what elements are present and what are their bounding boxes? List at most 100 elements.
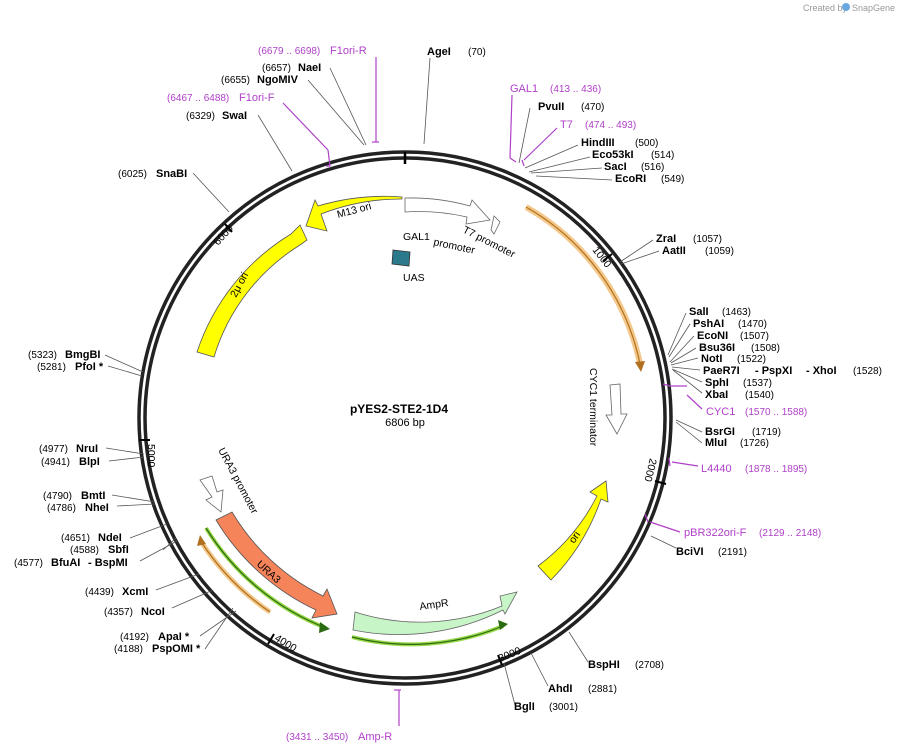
enzyme-pos: (4588) [70, 545, 99, 556]
feature-ori[interactable]: ori [537, 480, 609, 581]
enzyme-name[interactable]: AgeI [427, 46, 451, 58]
enzyme-name[interactable]: PshAI [693, 318, 724, 330]
enzyme-name[interactable]: ZraI [656, 233, 676, 245]
enzyme-name[interactable]: BspHI [588, 659, 620, 671]
enzyme-pos: (4577) [14, 558, 43, 569]
enzyme-pos: (1726) [740, 438, 769, 449]
enzyme-name[interactable]: ApaI * [158, 631, 190, 643]
tick-mark-6000 [224, 223, 233, 233]
enzyme-pos: (4188) [114, 644, 143, 655]
enzyme-pos: (470) [581, 102, 604, 113]
primer-name[interactable]: T7 [560, 119, 573, 131]
primer-name[interactable]: CYC1 [706, 406, 735, 418]
enzyme-pos: (4651) [61, 533, 90, 544]
enzyme-leader-lines [104, 57, 703, 706]
feature-t7-promoter[interactable]: T7 promoter GAL1 promoter [403, 197, 517, 261]
enzyme-pos: (5281) [37, 362, 66, 373]
feature-2mu-ori[interactable]: 2μ ori [196, 224, 308, 358]
enzyme-name[interactable]: XcmI [122, 586, 148, 598]
enzyme-name[interactable]: PfoI * [75, 361, 104, 373]
enzyme-name[interactable]: SnaBI [156, 168, 187, 180]
enzyme-pos: (1540) [745, 390, 774, 401]
primer-name[interactable]: F1ori-R [330, 45, 367, 57]
enzyme-name[interactable]: SacI [604, 161, 627, 173]
tick-label-2000: 2000 [641, 457, 658, 483]
enzyme-name[interactable]: NheI [85, 502, 109, 514]
enzyme-name[interactable]: MluI [705, 437, 727, 449]
primer-name[interactable]: L4440 [701, 463, 732, 475]
enzyme-pos: (4192) [120, 632, 149, 643]
feature-m13ori[interactable]: M13 ori [305, 195, 403, 232]
enzyme-pos: (4786) [47, 503, 76, 514]
enzyme-pos: (2708) [635, 660, 664, 671]
primer-name[interactable]: GAL1 [510, 83, 538, 95]
feature-label-ura3-promoter: URA3 promoter [215, 446, 260, 516]
enzyme-pos: (70) [468, 47, 486, 58]
enzyme-pos: (1463) [722, 307, 751, 318]
enzyme-pos: (6025) [118, 169, 147, 180]
enzyme-name[interactable]: BciVI [676, 546, 704, 558]
enzyme-pos: (1719) [752, 427, 781, 438]
primer-leader-lines [282, 57, 703, 726]
feature-ura3[interactable]: URA3 [197, 511, 338, 633]
primer-pos: (6679 .. 6698) [258, 46, 320, 57]
enzyme-name[interactable]: SbfI [108, 544, 129, 556]
enzyme-name[interactable]: HindIII [581, 137, 615, 149]
enzyme-name[interactable]: XbaI [705, 389, 728, 401]
primer-pos: (413 .. 436) [550, 84, 601, 95]
enzyme-pos: (500) [635, 138, 658, 149]
feature-label-uas: UAS [403, 272, 425, 284]
enzyme-name[interactable]: PaeR7I [703, 365, 740, 377]
enzyme-pos: (1059) [705, 246, 734, 257]
feature-cyc1-arc[interactable] [524, 204, 645, 372]
primer-pos: (474 .. 493) [585, 120, 636, 131]
feature-uas[interactable]: UAS [391, 249, 425, 284]
enzyme-name[interactable]: BsrGI [705, 426, 735, 438]
enzyme-name[interactable]: AatII [662, 245, 686, 257]
plasmid-name: pYES2-STE2-1D4 [350, 402, 448, 416]
enzyme-name[interactable]: PspOMI * [152, 643, 201, 655]
feature-label-ampr: AmpR [419, 597, 450, 613]
enzyme-name[interactable]: - BspMI [88, 557, 128, 569]
feature-ampr[interactable]: AmpR [351, 591, 518, 647]
enzyme-pos: (6329) [186, 111, 215, 122]
feature-label-cyc1-terminator: CYC1 terminator [587, 368, 599, 447]
enzyme-pos: (516) [641, 162, 664, 173]
enzyme-name[interactable]: SalI [689, 306, 709, 318]
enzyme-name[interactable]: EcoRI [615, 173, 646, 185]
enzyme-name[interactable]: BmtI [81, 490, 105, 502]
primer-pos: (1878 .. 1895) [745, 464, 807, 475]
enzyme-name[interactable]: NaeI [298, 62, 321, 74]
enzyme-name[interactable]: BglI [514, 701, 535, 713]
enzyme-name[interactable]: BlpI [79, 456, 100, 468]
primer-name[interactable]: F1ori-F [239, 92, 275, 104]
feature-cyc1-terminator[interactable]: CYC1 terminator [587, 368, 628, 447]
enzyme-name[interactable]: Eco53kI [592, 149, 634, 161]
enzyme-pos: (1057) [693, 234, 722, 245]
enzyme-name[interactable]: NotI [701, 353, 722, 365]
enzyme-name[interactable]: NruI [76, 443, 98, 455]
enzyme-name[interactable]: AhdI [548, 683, 572, 695]
enzyme-name[interactable]: NgoMIV [257, 74, 299, 86]
enzyme-pos: (1507) [740, 331, 769, 342]
snapgene-logo-icon [842, 3, 850, 11]
enzyme-name[interactable]: PvuII [538, 101, 564, 113]
enzyme-name[interactable]: NcoI [141, 606, 165, 618]
feature-ura3-promoter[interactable]: URA3 promoter [199, 446, 260, 516]
enzyme-name[interactable]: - PspXI [755, 365, 792, 377]
enzyme-name[interactable]: BfuAI [51, 557, 80, 569]
enzyme-name[interactable]: SphI [705, 377, 729, 389]
enzyme-name[interactable]: EcoNI [697, 330, 728, 342]
enzyme-name[interactable]: BmgBI [65, 349, 100, 361]
enzyme-name[interactable]: Bsu36I [699, 342, 735, 354]
enzyme-pos: (1537) [743, 378, 772, 389]
enzyme-pos: (514) [651, 150, 674, 161]
enzyme-name[interactable]: NdeI [98, 532, 122, 544]
primer-name[interactable]: pBR322ori-F [684, 527, 747, 539]
enzyme-name[interactable]: SwaI [222, 110, 247, 122]
enzyme-name[interactable]: - XhoI [806, 365, 837, 377]
tick-mark-2000 [654, 480, 667, 485]
feature-label-ori: ori [567, 529, 584, 545]
primer-pos: (6467 .. 6488) [167, 93, 229, 104]
primer-name[interactable]: Amp-R [358, 731, 392, 743]
